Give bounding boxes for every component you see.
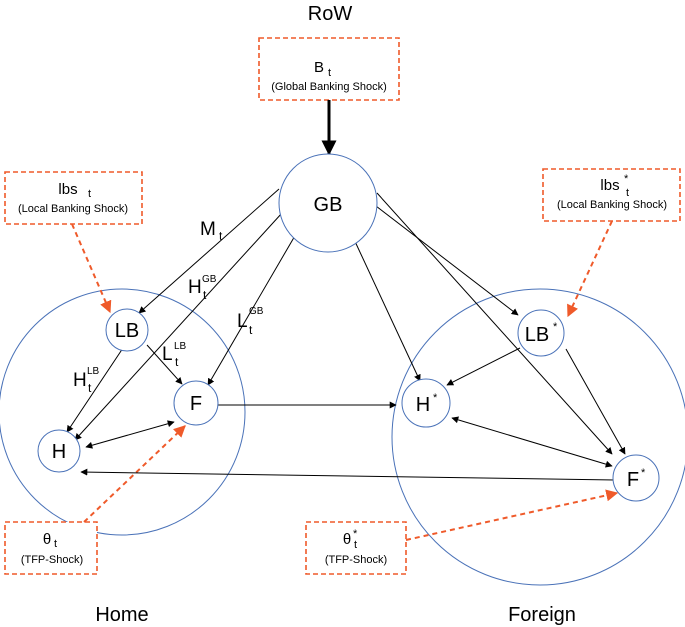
- edge-h-f: [85, 420, 175, 449]
- local-shock-arrow: [71, 223, 112, 314]
- edge-label-l-lb-sub: t: [175, 355, 179, 369]
- local-shock-star-arrow: [567, 220, 613, 318]
- edge-label-h-gb-symbol: H: [188, 277, 202, 298]
- region-label-foreign: Foreign: [508, 604, 576, 626]
- local-shock-star-box: lbs * t (Local Banking Shock): [542, 168, 681, 222]
- edge-label-l-gb: L GB t: [237, 306, 264, 337]
- edge-label-h-lb: H LB t: [73, 366, 100, 395]
- node-f-label: F: [190, 393, 202, 415]
- svg-text:B: B: [314, 59, 324, 76]
- node-h-star: H *: [401, 378, 451, 428]
- local-shock-label: (Local Banking Shock): [18, 203, 128, 215]
- edge-label-l-gb-symbol: L: [237, 311, 248, 332]
- edge-label-l-gb-sup: GB: [249, 306, 264, 317]
- local-shock-star-label: (Local Banking Shock): [557, 199, 667, 211]
- node-lb-star: LB *: [517, 309, 565, 357]
- edge-label-m-symbol: M: [200, 219, 216, 240]
- tfp-shock-star-symbol: θ: [343, 531, 351, 548]
- edge-gb-lbstar: [371, 202, 519, 316]
- global-shock-label: (Global Banking Shock): [271, 81, 387, 93]
- node-lb-star-asterisk: *: [553, 321, 558, 333]
- edge-label-h-gb: H GB t: [188, 274, 217, 302]
- edge-label-h-gb-sub: t: [203, 288, 207, 302]
- tfp-shock-subscript: t: [54, 538, 57, 550]
- node-f-star-label: F: [627, 469, 639, 491]
- node-f-star: F *: [612, 454, 660, 502]
- region-label-row: RoW: [308, 3, 353, 25]
- global-shock-subscript: t: [328, 67, 331, 79]
- edge-gb-hstar: [351, 234, 421, 382]
- edge-label-m: M t: [200, 219, 223, 243]
- edge-label-l-gb-sub: t: [249, 323, 253, 337]
- edge-label-m-sub: t: [219, 229, 223, 243]
- edge-label-h-lb-sub: t: [88, 381, 92, 395]
- global-shock-symbol: B: [314, 59, 324, 76]
- home-region-circle: [0, 288, 246, 536]
- tfp-shock-box: θ t (TFP-Shock): [4, 521, 98, 575]
- node-h-star-asterisk: *: [433, 392, 438, 404]
- local-shock-subscript: t: [88, 188, 91, 200]
- node-lb-star-label: LB: [525, 324, 549, 346]
- edge-hstar-fstar: [451, 416, 613, 468]
- tfp-shock-star-superscript: *: [353, 528, 358, 540]
- local-shock-star-subscript: t: [626, 187, 629, 199]
- local-shock-star-superscript: *: [624, 173, 629, 185]
- tfp-shock-star-label: (TFP-Shock): [325, 554, 387, 566]
- tfp-shock-star-box: θ * t (TFP-Shock): [305, 521, 407, 575]
- node-lb-label: LB: [115, 320, 139, 342]
- edge-label-l-lb: L LB t: [162, 341, 187, 369]
- node-h: H: [37, 429, 81, 473]
- tfp-shock-star-arrow: [405, 489, 619, 541]
- node-f-star-asterisk: *: [641, 467, 646, 479]
- node-h-label: H: [52, 441, 66, 463]
- tfp-shock-arrow: [83, 425, 186, 523]
- local-shock-box: lbs t (Local Banking Shock): [4, 171, 143, 225]
- edge-label-h-lb-symbol: H: [73, 370, 87, 391]
- edge-lbstar-fstar: [565, 348, 626, 455]
- edge-gb-h: [74, 212, 283, 441]
- edge-label-l-lb-sup: LB: [174, 341, 187, 352]
- edge-label-h-lb-sup: LB: [87, 366, 100, 377]
- edge-gb-fstar: [376, 192, 613, 455]
- local-shock-symbol: lbs: [58, 181, 77, 198]
- global-shock-box: B t (Global Banking Shock): [258, 37, 400, 101]
- node-f: F: [173, 380, 219, 426]
- tfp-shock-symbol: θ: [43, 531, 51, 548]
- tfp-shock-star-subscript: t: [354, 539, 357, 551]
- node-lb: LB: [105, 308, 149, 352]
- tfp-shock-label: (TFP-Shock): [21, 554, 83, 566]
- edge-label-h-gb-sup: GB: [202, 274, 217, 285]
- edge-lbstar-hstar: [446, 347, 521, 386]
- node-gb: GB: [278, 153, 378, 253]
- edge-gb-f: [207, 233, 297, 386]
- edge-lb-f: [146, 344, 183, 385]
- region-label-home: Home: [95, 604, 148, 626]
- edge-fstar-h: [80, 468, 616, 481]
- local-shock-star-symbol: lbs: [600, 177, 619, 194]
- edge-gb-lb: [138, 188, 280, 314]
- edge-lb-h: [66, 347, 124, 433]
- edge-label-l-lb-symbol: L: [162, 344, 173, 365]
- node-gb-label: GB: [314, 194, 343, 216]
- foreign-region-circle: [391, 288, 685, 586]
- node-h-star-label: H: [416, 394, 430, 416]
